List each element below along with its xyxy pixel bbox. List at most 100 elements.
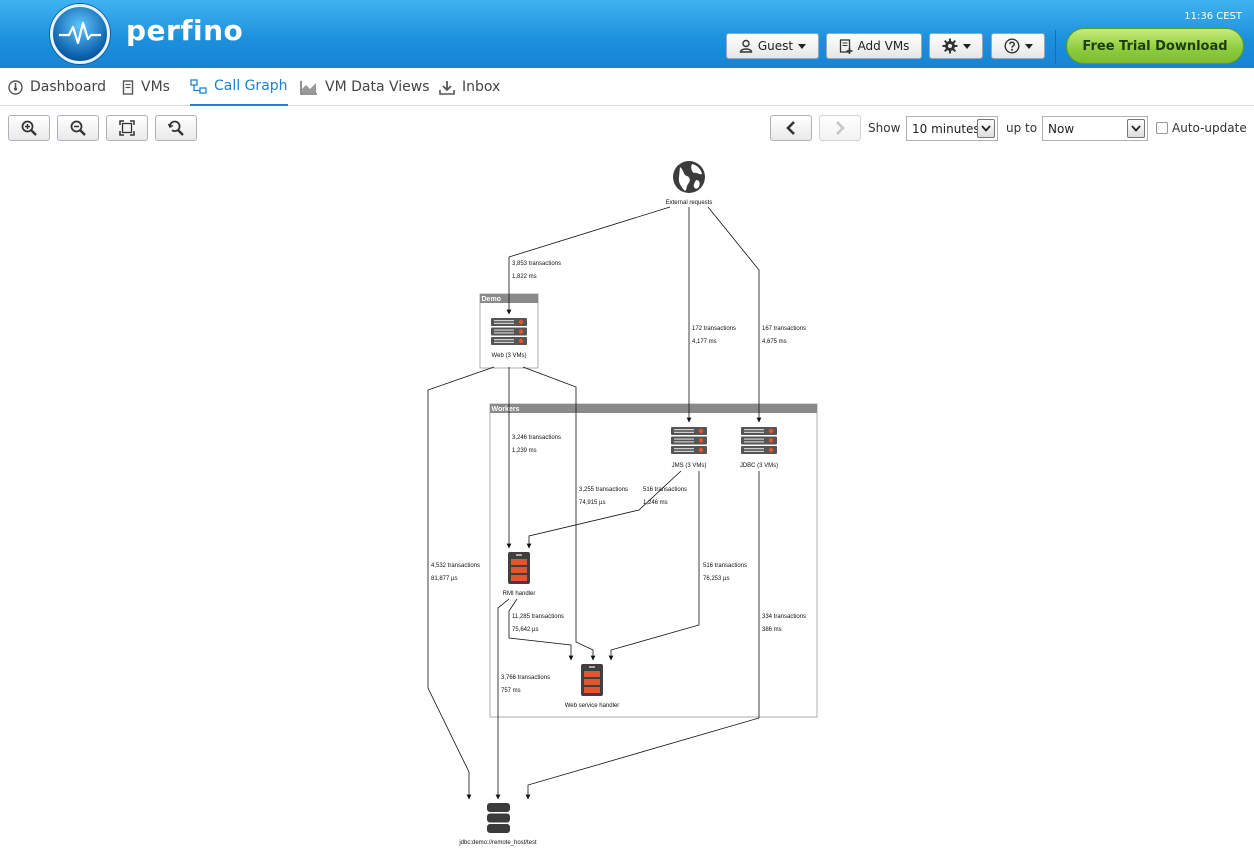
edge-label-transactions: 516 transactions (643, 487, 687, 493)
fit-to-screen-button[interactable] (106, 115, 148, 141)
auto-update-checkbox[interactable] (1156, 122, 1168, 134)
handler-icon (508, 552, 530, 584)
edge-external-web[interactable] (506, 206, 671, 315)
edge-label-transactions: 11,285 transactions (512, 614, 564, 620)
chevron-right-icon (836, 121, 845, 135)
zoom-out-icon (70, 120, 86, 136)
chevron-left-icon (786, 121, 795, 135)
node-external-requests[interactable]: External requests (666, 161, 713, 206)
node-label: Web (3 VMs) (492, 353, 527, 359)
edge-label-time: 757 ms (501, 688, 521, 694)
node-rmi-handler[interactable]: RMI handler (503, 552, 536, 597)
edge-jms-ws[interactable] (608, 471, 700, 661)
tab-label: VMs (141, 79, 170, 95)
zoom-in-icon (21, 120, 37, 136)
edge-jms-rmi[interactable] (526, 470, 682, 549)
brand-name: perfino (126, 14, 244, 47)
edge-label-time: 76,253 µs (703, 576, 729, 582)
edge-label-time: 75,642 µs (512, 627, 538, 633)
time-range-value: 10 minutes (912, 121, 980, 136)
perfino-logo-icon[interactable] (50, 4, 110, 64)
edge-label-time: 1,822 ms (512, 274, 537, 280)
edge-label-transactions: 3,766 transactions (501, 675, 550, 681)
tab-label: Call Graph (214, 78, 288, 94)
edge-rmi-ws[interactable] (508, 598, 574, 661)
help-button[interactable] (991, 33, 1045, 59)
time-range-select[interactable]: 10 minutes (906, 116, 998, 141)
gear-icon (942, 38, 957, 54)
clock: 11:36 CEST (1184, 11, 1242, 22)
edge-label-time: 386 ms (762, 627, 782, 633)
settings-button[interactable] (929, 33, 983, 59)
edge-label-transactions: 4,532 transactions (431, 563, 480, 569)
node-label: RMI handler (503, 591, 536, 597)
handler-icon (581, 664, 603, 696)
chevron-down-icon (977, 119, 995, 138)
edge-label-transactions: 3,255 transactions (579, 487, 628, 493)
edge-label-transactions: 516 transactions (703, 563, 747, 569)
zoom-in-button[interactable] (8, 115, 50, 141)
edge-label-time: 1,246 ms (643, 500, 668, 506)
edge-label-time: 4,675 ms (762, 339, 787, 345)
add-document-icon (839, 38, 853, 54)
node-jdbc-vms[interactable]: JDBC (3 VMs) (740, 427, 778, 469)
edge-rmi-db[interactable] (495, 598, 510, 800)
edge-web-ws[interactable] (522, 366, 596, 661)
tab-label: Dashboard (30, 79, 106, 95)
main-nav: Dashboard VMs Call Graph VM Data Views I… (0, 68, 1254, 106)
chevron-down-icon (962, 43, 971, 49)
server-icon (122, 79, 134, 95)
vm-cluster-icon (671, 427, 707, 454)
end-time-select[interactable]: Now (1042, 116, 1148, 141)
group-title-workers: Workers (492, 406, 520, 413)
node-label: JDBC (3 VMs) (740, 463, 778, 469)
show-label: Show (868, 121, 901, 135)
auto-update-label: Auto-update (1172, 121, 1247, 135)
group-title-demo: Demo (482, 296, 501, 303)
dashboard-icon (8, 79, 23, 95)
guest-button[interactable]: Guest (726, 33, 819, 59)
tab-call-graph[interactable]: Call Graph (190, 68, 288, 106)
chevron-down-icon (798, 43, 807, 49)
chart-icon (300, 80, 317, 95)
reset-zoom-button[interactable] (155, 115, 197, 141)
edge-label-transactions: 172 transactions (692, 326, 736, 332)
next-period-button[interactable] (819, 115, 861, 141)
node-label: JMS (3 VMs) (672, 463, 707, 469)
edge-label-time: 74,915 µs (579, 500, 605, 506)
node-web[interactable]: Web (3 VMs) (491, 318, 527, 359)
edge-jdbc-db[interactable] (525, 471, 760, 800)
help-icon (1003, 38, 1020, 54)
call-graph-canvas[interactable]: Demo Workers 3,853 transactions 1,822 ms… (0, 150, 1254, 855)
tab-inbox[interactable]: Inbox (439, 68, 500, 106)
reset-zoom-icon (168, 120, 184, 136)
chevron-down-icon (1024, 43, 1033, 49)
group-workers[interactable]: Workers (489, 403, 818, 718)
edge-label-time: 1,239 ms (512, 448, 537, 454)
zoom-out-button[interactable] (57, 115, 99, 141)
node-label: External requests (666, 200, 713, 206)
node-web-service-handler[interactable]: Web service handler (565, 664, 620, 709)
tab-dashboard[interactable]: Dashboard (8, 68, 106, 106)
free-trial-download-button[interactable]: Free Trial Download (1066, 28, 1244, 64)
node-database[interactable]: jdbc:demo://remote_host/test (458, 803, 537, 846)
edge-label-transactions: 167 transactions (762, 326, 806, 332)
header-divider (1055, 30, 1056, 64)
vm-cluster-icon (491, 318, 527, 345)
tab-vms[interactable]: VMs (122, 68, 170, 106)
add-vms-label: Add VMs (857, 39, 910, 53)
database-icon (487, 803, 510, 833)
download-icon (439, 80, 455, 95)
node-jms[interactable]: JMS (3 VMs) (671, 427, 707, 469)
vm-cluster-icon (741, 427, 777, 454)
edge-external-jdbc[interactable] (707, 206, 762, 423)
up-to-label: up to (1006, 121, 1038, 135)
edge-web-db[interactable] (427, 366, 495, 800)
edge-label-time: 4,177 ms (692, 339, 717, 345)
previous-period-button[interactable] (770, 115, 812, 141)
chevron-down-icon (1127, 119, 1145, 138)
call-graph-icon (190, 78, 207, 94)
node-label: Web service handler (565, 703, 620, 709)
tab-vm-data-views[interactable]: VM Data Views (300, 68, 430, 106)
add-vms-button[interactable]: Add VMs (826, 33, 922, 59)
